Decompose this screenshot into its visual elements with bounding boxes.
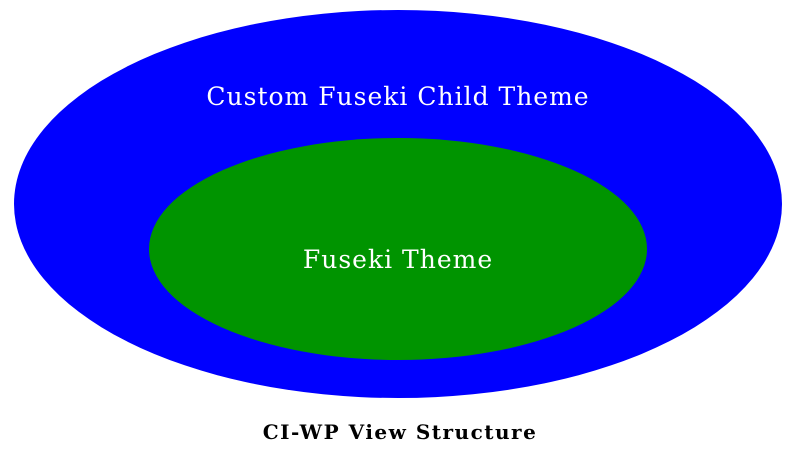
outer-ellipse-label: Custom Fuseki Child Theme [206, 82, 589, 111]
diagram-caption: CI-WP View Structure [262, 420, 538, 444]
inner-ellipse-label: Fuseki Theme [303, 245, 493, 274]
inner-ellipse-parent-theme [149, 138, 647, 360]
